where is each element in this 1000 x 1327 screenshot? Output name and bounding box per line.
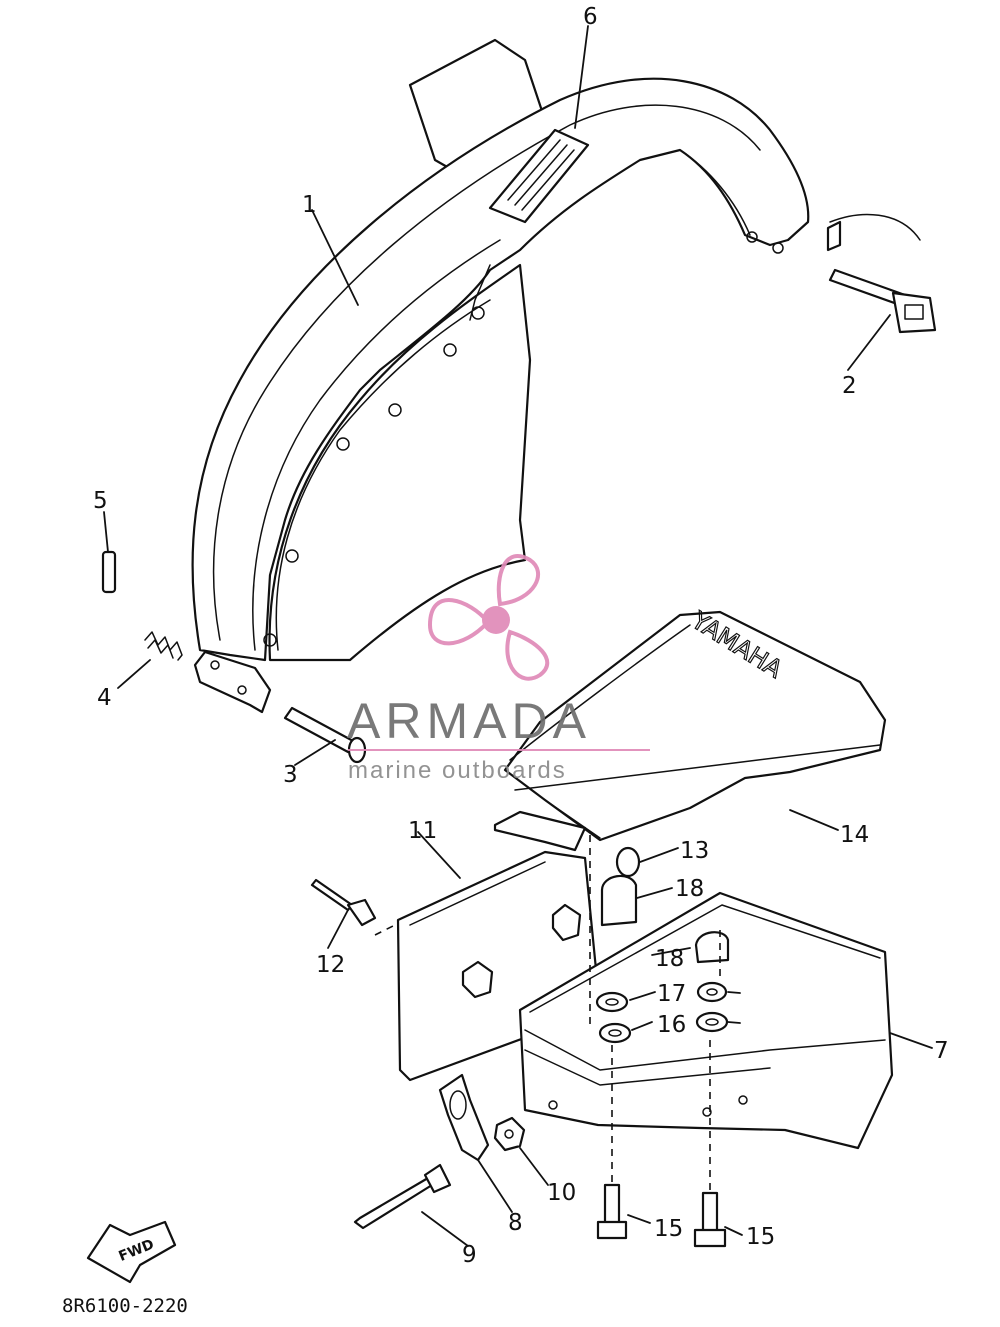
callout-3: 3 [283, 762, 298, 788]
callout-10: 10 [547, 1180, 576, 1206]
callout-6: 6 [583, 4, 598, 30]
leader-lines [103, 25, 933, 1247]
callout-7: 7 [934, 1038, 949, 1064]
part-10-nut [493, 1116, 526, 1152]
fwd-direction-marker: FWD [86, 1220, 177, 1284]
part-2-clip [826, 213, 937, 334]
callout-18a: 18 [675, 876, 704, 902]
callout-15a: 15 [654, 1216, 683, 1242]
grommets [461, 903, 582, 999]
callout-16: 16 [657, 1012, 686, 1038]
callout-8: 8 [508, 1210, 523, 1236]
callout-11: 11 [408, 818, 437, 844]
callout-5: 5 [93, 488, 108, 514]
callout-15b: 15 [746, 1224, 775, 1250]
callout-4: 4 [97, 685, 112, 711]
callout-14: 14 [840, 822, 869, 848]
assembly-lines [374, 835, 721, 1030]
watermark-tagline: marine outboards [348, 757, 567, 784]
drawing-code: 8R6100-2220 [62, 1295, 188, 1317]
part-14-cover: YAMAHA [493, 605, 887, 852]
callout-18b: 18 [655, 946, 684, 972]
part-5-small-pin [101, 550, 117, 594]
callout-17: 17 [657, 981, 686, 1007]
armada-watermark: ARMADA marine outboards [347, 554, 650, 784]
propeller-logo-icon [427, 554, 550, 681]
callout-numbers: 1 2 3 4 5 6 7 8 9 10 11 12 13 14 15 15 1… [93, 4, 949, 1268]
part-6-label-plate [488, 128, 590, 224]
callout-9: 9 [462, 1242, 477, 1268]
watermark-brand: ARMADA [347, 693, 591, 749]
part-8-bracket [438, 1073, 490, 1162]
part-4-spring [144, 631, 183, 661]
callout-13: 13 [680, 838, 709, 864]
callout-2: 2 [842, 373, 857, 399]
washers-and-nuts [595, 846, 730, 1044]
part-12-screw [310, 878, 377, 927]
callout-12: 12 [316, 952, 345, 978]
part-15-bolts [596, 1040, 727, 1248]
callout-1: 1 [302, 192, 317, 218]
part-9-long-screw [353, 1163, 452, 1230]
